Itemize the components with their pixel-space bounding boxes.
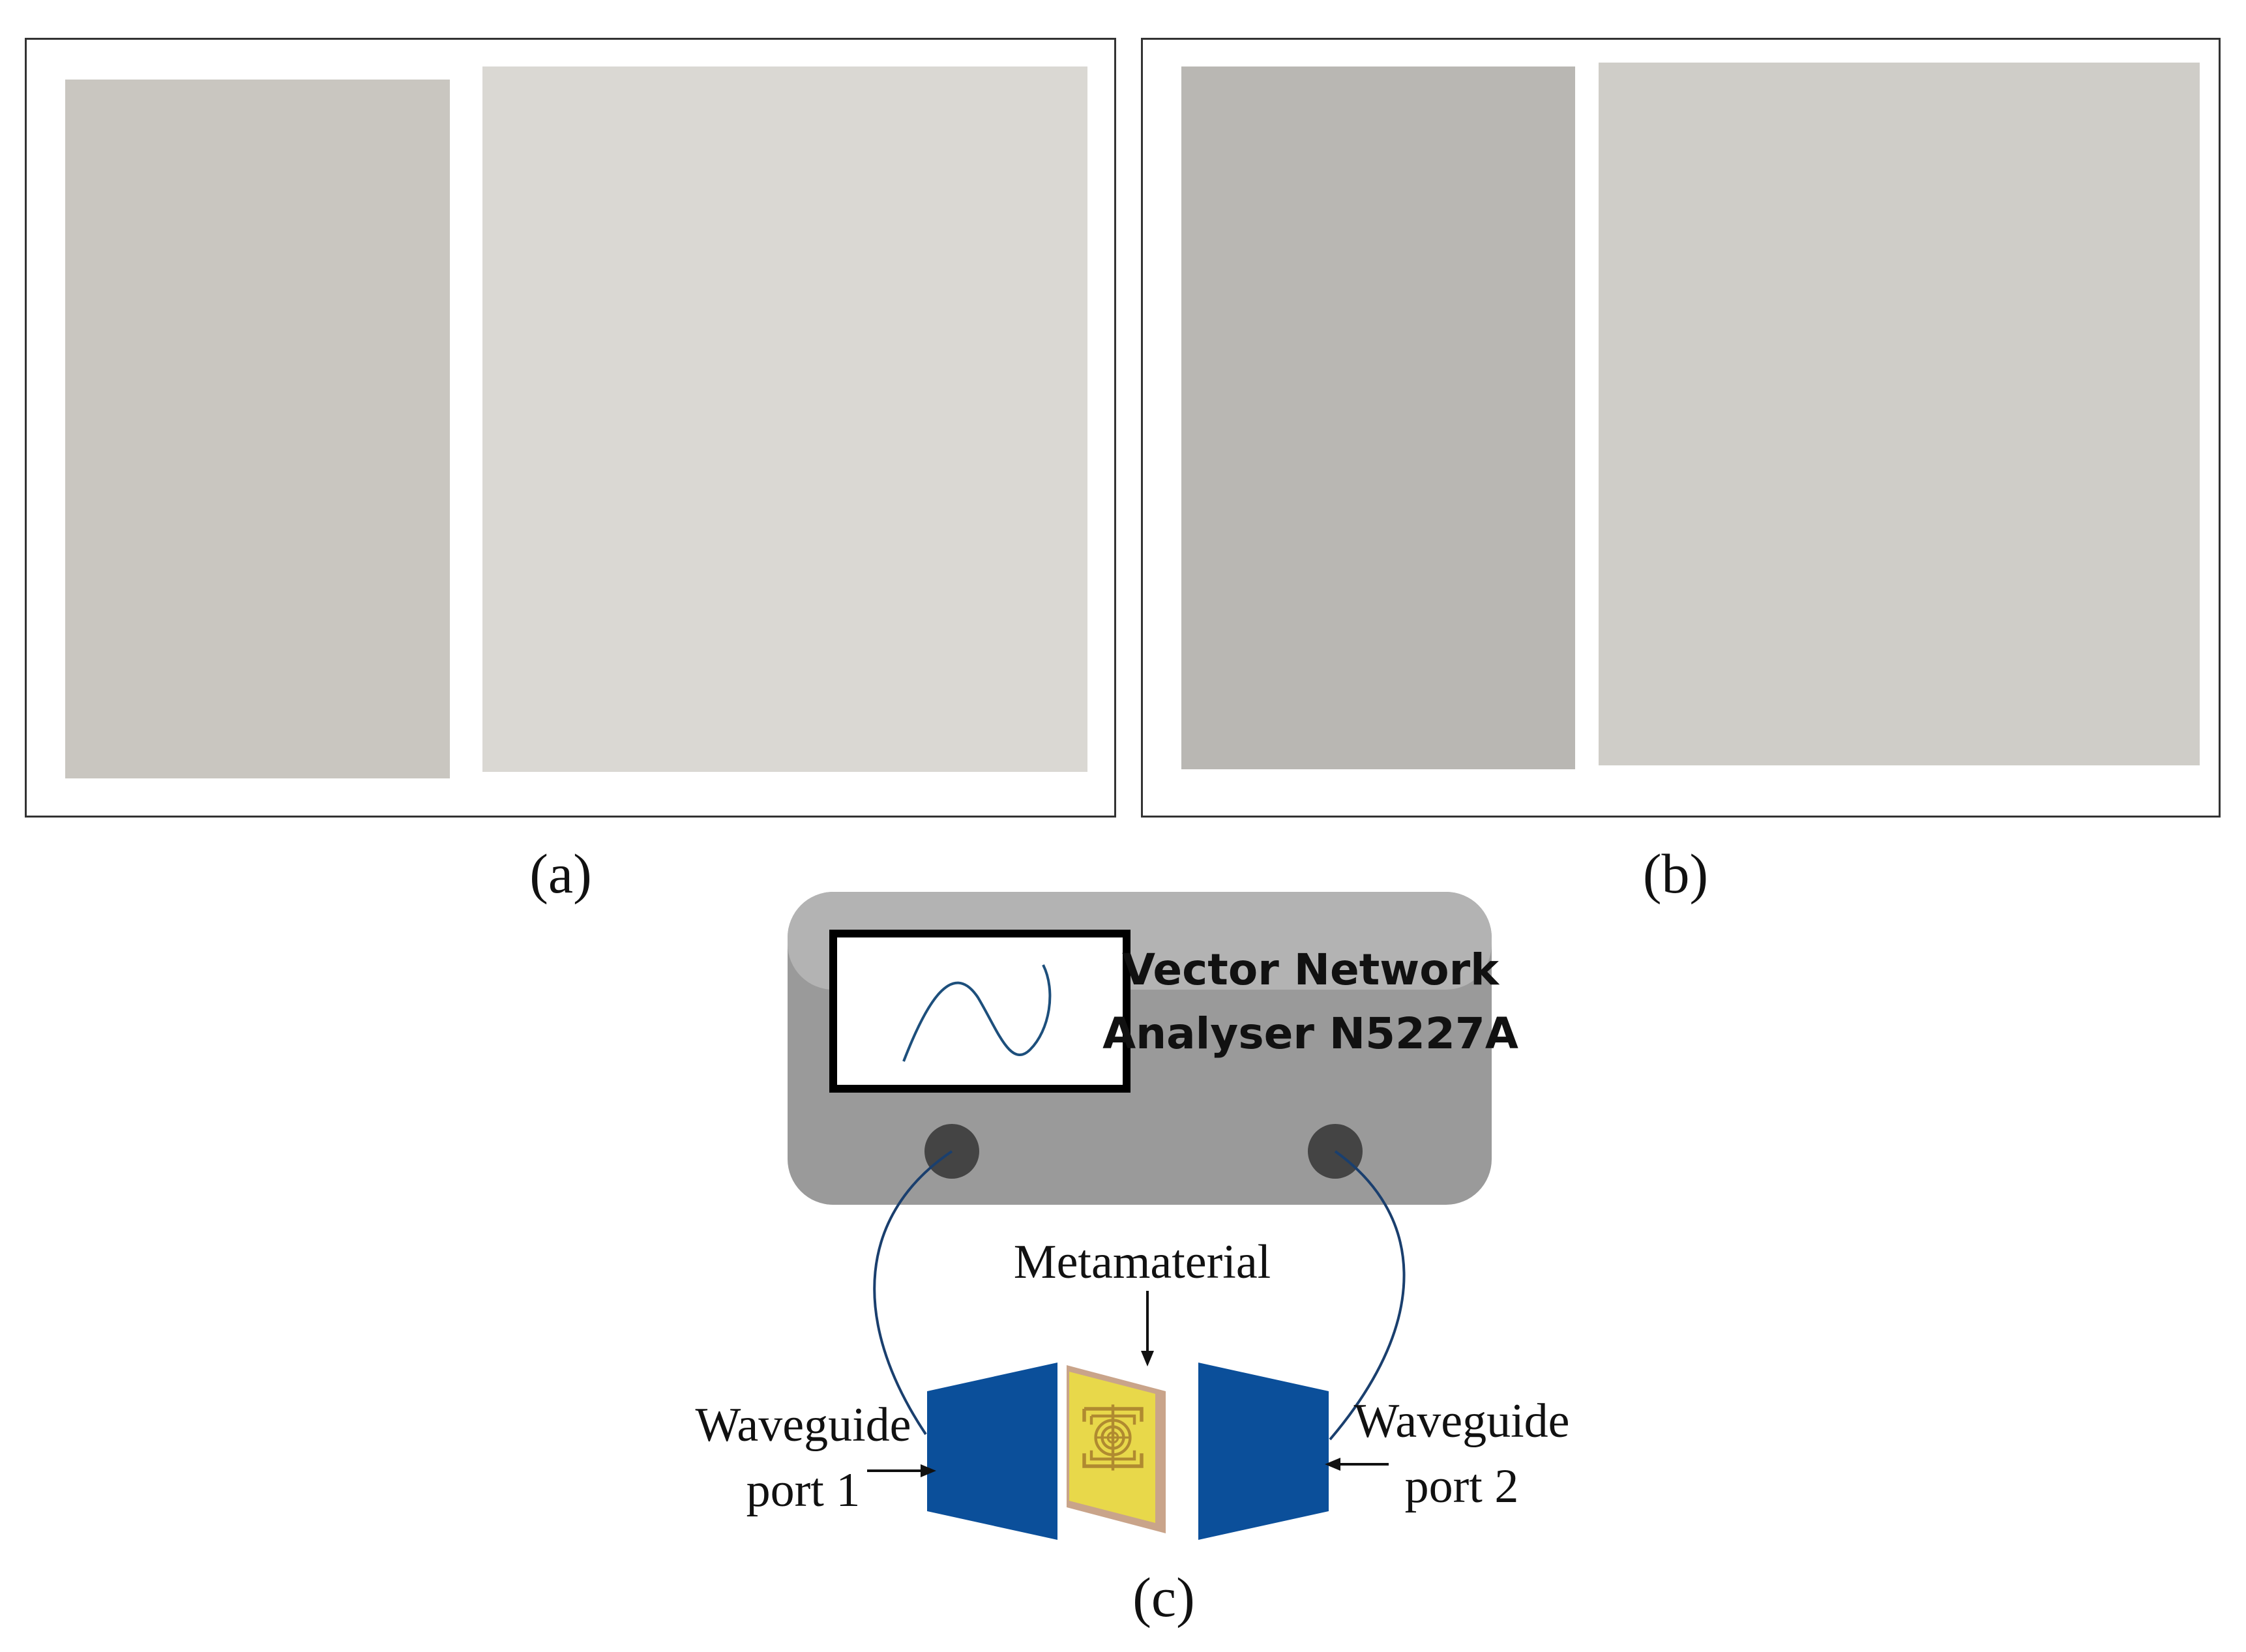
- label-port2-line1: Waveguide: [1353, 1394, 1569, 1448]
- photo-array-b: [1599, 63, 2200, 765]
- arrowhead-port1: [921, 1464, 936, 1477]
- label-port1-line2: port 1: [746, 1464, 861, 1517]
- arrowhead-port2: [1325, 1458, 1340, 1471]
- cable-1: [873, 1150, 953, 1436]
- vna-title-line2: Analyser N5227A: [1102, 1009, 1518, 1059]
- caption-c: (c): [1132, 1566, 1195, 1629]
- label-port1-line1: Waveguide: [695, 1398, 911, 1452]
- caption-a: (a): [529, 842, 592, 905]
- photo-single-cell-a: [65, 80, 450, 778]
- photo-array-a: [482, 66, 1087, 772]
- arrowhead-metamaterial: [1141, 1351, 1154, 1366]
- cable-2: [1329, 1150, 1406, 1441]
- vna-screen: [829, 930, 1130, 1093]
- vna-trace: [902, 964, 1052, 1062]
- vna-title-line1: Vector Network: [1122, 945, 1500, 995]
- waveguide-port-1: [927, 1363, 1057, 1540]
- caption-b: (b): [1642, 842, 1709, 905]
- waveguide-port-2: [1198, 1363, 1329, 1540]
- photo-single-cell-b: [1181, 66, 1575, 769]
- label-metamaterial: Metamaterial: [1014, 1235, 1271, 1289]
- label-port2-line2: port 2: [1405, 1460, 1519, 1513]
